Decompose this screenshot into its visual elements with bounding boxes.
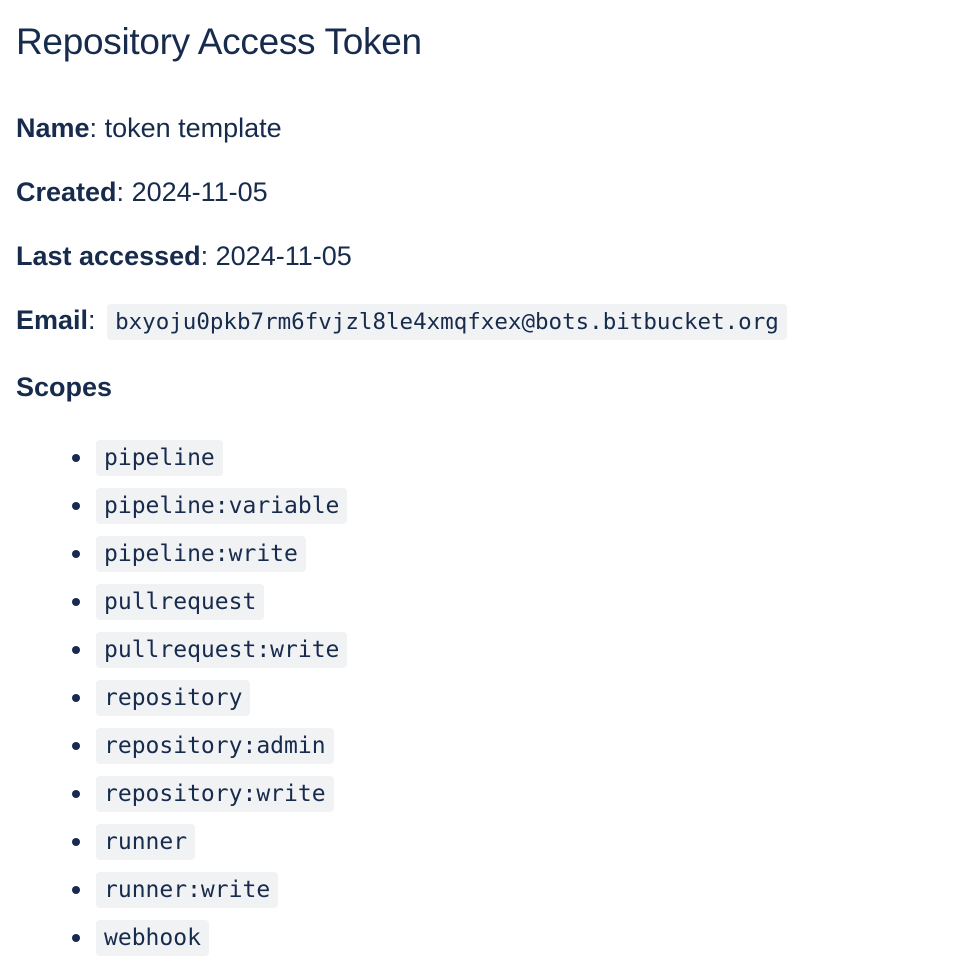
email-label: Email: [16, 305, 89, 335]
scope-code: pipeline:write: [96, 535, 306, 572]
list-item: pipeline: [16, 434, 946, 482]
email-field: Email: bxyoju0pkb7rm6fvjzl8le4xmqfxex@bo…: [16, 303, 946, 340]
list-item: pullrequest: [16, 578, 946, 626]
list-item: pullrequest:write: [16, 626, 946, 674]
list-item: repository:write: [16, 770, 946, 818]
bullet-icon: [72, 885, 80, 894]
scope-code: runner:write: [96, 871, 279, 908]
bullet-icon: [72, 453, 80, 462]
email-value: bxyoju0pkb7rm6fvjzl8le4xmqfxex@bots.bitb…: [107, 303, 787, 340]
bullet-icon: [72, 789, 80, 798]
list-item: runner: [16, 818, 946, 866]
last-accessed-value: 2024-11-05: [215, 241, 352, 271]
scope-code: runner: [96, 823, 196, 860]
bullet-icon: [72, 933, 80, 942]
scope-code: pipeline:variable: [96, 487, 348, 524]
list-item: repository: [16, 674, 946, 722]
name-label: Name: [16, 113, 90, 143]
page-title: Repository Access Token: [16, 21, 422, 62]
scope-code: repository: [96, 679, 251, 716]
created-label: Created: [16, 177, 117, 207]
bullet-icon: [72, 597, 80, 606]
scope-code: repository:admin: [96, 727, 334, 764]
scope-code: pullrequest:write: [96, 631, 348, 668]
scopes-heading: Scopes: [16, 371, 113, 402]
last-accessed-field: Last accessed: 2024-11-05: [16, 241, 352, 271]
list-item: webhook: [16, 914, 946, 962]
list-item: pipeline:variable: [16, 482, 946, 530]
name-field: Name: token template: [16, 113, 282, 143]
created-field: Created: 2024-11-05: [16, 177, 268, 207]
created-value: 2024-11-05: [131, 177, 268, 207]
scope-code: pullrequest: [96, 583, 265, 620]
bullet-icon: [72, 741, 80, 750]
scope-list: pipeline pipeline:variable pipeline:write p…: [16, 434, 946, 962]
list-item: pipeline:write: [16, 530, 946, 578]
last-accessed-label: Last accessed: [16, 241, 201, 271]
bullet-icon: [72, 501, 80, 510]
list-item: runner:write: [16, 866, 946, 914]
list-item: repository:admin: [16, 722, 946, 770]
name-value: token template: [104, 113, 282, 143]
scope-code: repository:write: [96, 775, 334, 812]
bullet-icon: [72, 837, 80, 846]
bullet-icon: [72, 693, 80, 702]
bullet-icon: [72, 645, 80, 654]
scope-code: pipeline: [96, 439, 223, 476]
bullet-icon: [72, 549, 80, 558]
scope-code: webhook: [96, 919, 209, 956]
